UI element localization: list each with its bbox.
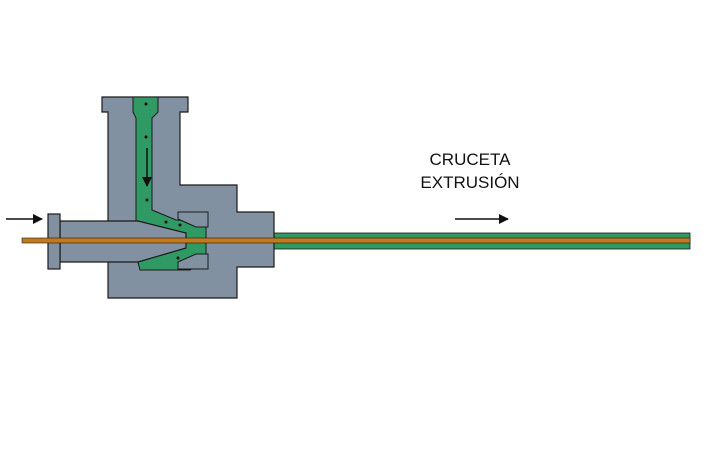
diagram-title: CRUCETA EXTRUSIÓN	[410, 148, 530, 194]
conductor-wire	[21, 237, 691, 244]
title-line-1: CRUCETA	[429, 150, 511, 169]
flow-particles	[144, 102, 182, 260]
bushing-lower	[177, 253, 209, 270]
die-bushing	[177, 211, 209, 270]
title-line-2: EXTRUSIÓN	[420, 173, 520, 192]
bushing-upper	[177, 211, 209, 228]
